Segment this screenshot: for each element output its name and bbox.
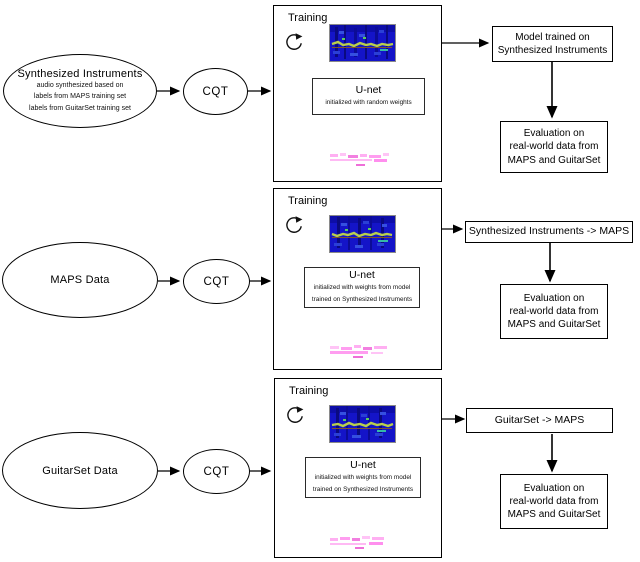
unet-init-line: initialized with random weights — [325, 99, 412, 107]
eval-line: real-world data from — [509, 305, 599, 317]
cqt-label: CQT — [203, 465, 230, 478]
cqt-spectrogram-image — [329, 405, 396, 443]
pianoroll-output-image — [329, 343, 391, 360]
pianoroll-output-image — [329, 151, 391, 168]
cqt-label: CQT — [203, 275, 230, 288]
unet-init-line: initialized with weights from model — [313, 284, 411, 292]
source-title: GuitarSet Data — [42, 464, 118, 477]
eval-line: real-world data from — [509, 495, 599, 507]
unet-init-line: initialized with weights from model — [314, 474, 412, 482]
source-ellipse-maps-data: MAPS Data — [2, 242, 158, 318]
cqt-spectrogram-image — [329, 215, 396, 253]
unet-box: U-net initialized with weights from mode… — [305, 457, 421, 498]
loop-icon — [286, 33, 303, 50]
unet-title: U-net — [355, 84, 382, 97]
training-box-row2: Training U-net initiali — [273, 188, 442, 370]
result-box-guitarset-to-maps: GuitarSet -> MAPS — [466, 408, 613, 433]
evaluation-box-row2: Evaluation on real-world data from MAPS … — [500, 284, 608, 339]
unet-init-line: trained on Synthesized Instruments — [311, 296, 413, 303]
eval-line: Evaluation on — [523, 128, 585, 140]
result-line: Synthesized Instruments -> MAPS — [468, 225, 630, 238]
eval-line: MAPS and GuitarSet — [507, 509, 601, 521]
eval-line: Evaluation on — [523, 482, 585, 494]
unet-box: U-net initialized with weights from mode… — [304, 267, 420, 308]
spectrogram-band — [331, 421, 394, 428]
training-label: Training — [288, 195, 328, 207]
source-ellipse-synthesized-instruments: Synthesized Instruments audio synthesize… — [3, 54, 157, 128]
result-box-synth-to-maps: Synthesized Instruments -> MAPS — [465, 221, 633, 243]
eval-line: MAPS and GuitarSet — [507, 154, 601, 166]
result-line: Synthesized Instruments — [497, 45, 608, 56]
spectrogram-band — [331, 231, 393, 238]
source-ellipse-guitarset-data: GuitarSet Data — [2, 432, 158, 509]
result-box-model-trained: Model trained on Synthesized Instruments — [492, 26, 613, 62]
training-box-row1: Training U-net i — [273, 5, 442, 182]
source-subline: audio synthesized based on — [36, 82, 124, 90]
cqt-spectrogram-image — [329, 24, 396, 62]
pianoroll-output-image — [329, 534, 391, 551]
evaluation-box-row1: Evaluation on real-world data from MAPS … — [500, 121, 608, 173]
result-line: Model trained on — [515, 31, 590, 43]
loop-icon — [286, 216, 303, 233]
unet-box: U-net initialized with random weights — [312, 78, 425, 115]
loop-icon — [287, 406, 304, 423]
unet-init-line: trained on Synthesized Instruments — [312, 486, 414, 493]
evaluation-box-row3: Evaluation on real-world data from MAPS … — [500, 474, 608, 529]
training-box-row3: Training U-net initiali — [274, 378, 442, 558]
eval-line: real-world data from — [509, 141, 599, 153]
unet-title: U-net — [349, 269, 375, 282]
cqt-ellipse: CQT — [183, 449, 250, 494]
eval-line: Evaluation on — [523, 292, 585, 304]
training-label: Training — [289, 385, 329, 397]
unet-title: U-net — [350, 459, 376, 472]
source-title: Synthesized Instruments — [17, 68, 143, 81]
cqt-ellipse: CQT — [183, 68, 248, 115]
spectrogram-band — [331, 40, 394, 48]
source-subline: labels from MAPS training set — [33, 93, 127, 101]
training-label: Training — [288, 12, 328, 24]
source-subline: labels from GuitarSet training set — [29, 104, 131, 112]
source-title: MAPS Data — [50, 274, 110, 286]
cqt-ellipse: CQT — [183, 259, 250, 304]
cqt-label: CQT — [202, 85, 229, 98]
eval-line: MAPS and GuitarSet — [507, 319, 601, 331]
result-line: GuitarSet -> MAPS — [494, 413, 585, 426]
